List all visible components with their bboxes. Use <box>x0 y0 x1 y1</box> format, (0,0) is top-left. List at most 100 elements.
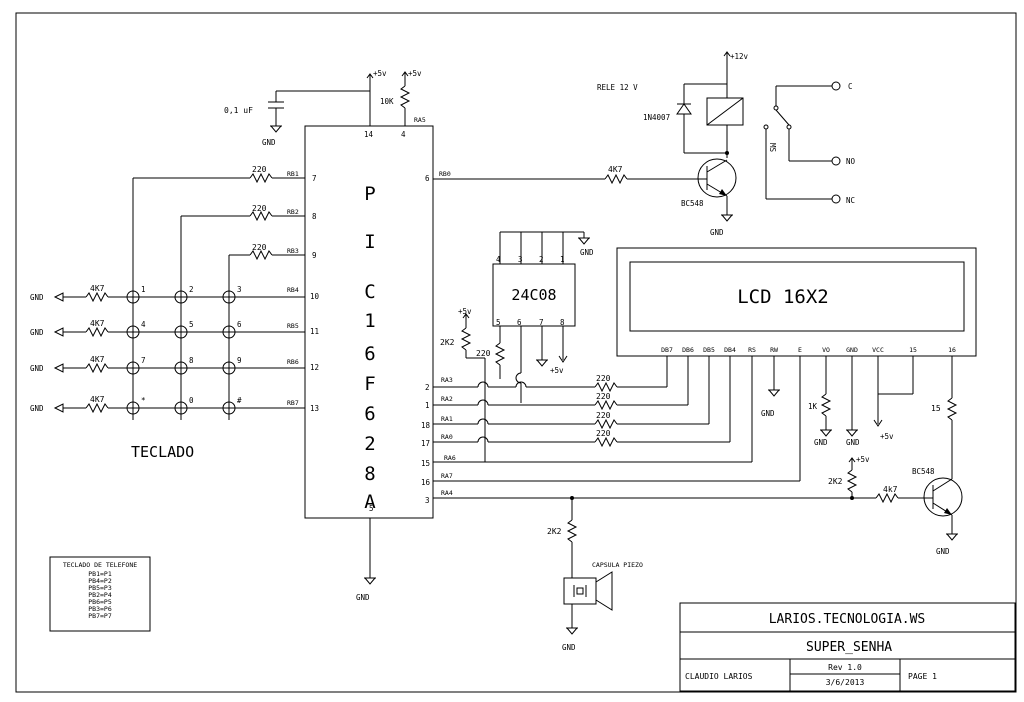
col-res-label: 220 <box>252 204 267 213</box>
row-resistor <box>85 326 109 338</box>
key-switch <box>126 361 140 375</box>
note-line: PB5=P3 <box>88 584 112 592</box>
key-switch <box>174 325 188 339</box>
lcd-pin-label: DB7 <box>661 346 673 354</box>
gnd-label: GND <box>30 293 44 302</box>
pin-rb0: RB0 <box>439 170 451 178</box>
contact-c: C <box>848 82 853 91</box>
gnd-arrow <box>53 327 64 337</box>
relay-label: RELE 12 V <box>597 83 638 92</box>
row-resistor <box>85 402 109 414</box>
key-switch <box>222 401 236 415</box>
key-label: # <box>237 396 242 405</box>
gnd-label: GND <box>814 438 828 447</box>
key-label: 5 <box>189 320 194 329</box>
pin-rb6: RB6 <box>287 358 299 366</box>
key-label: 4 <box>141 320 146 329</box>
eeprom-label: 24C08 <box>511 286 556 304</box>
date: 3/6/2013 <box>826 678 865 687</box>
row-res-label: 4K7 <box>90 395 105 404</box>
pic-char: F <box>364 373 375 395</box>
note-line: PB7=P7 <box>88 612 112 620</box>
bl-pull-label: 2K2 <box>828 477 843 486</box>
bl-res-label: 15 <box>931 404 941 413</box>
ee-pull-label: 2K2 <box>440 338 455 347</box>
note-title: TECLADO DE TELEFONE <box>63 561 137 569</box>
vcc-label: +5v <box>550 366 564 375</box>
base-res-label: 4K7 <box>608 165 623 174</box>
pic-char: 8 <box>364 463 375 485</box>
pin-4: 4 <box>401 130 406 139</box>
pin-8: 8 <box>312 212 317 221</box>
note-line: PB4=P2 <box>88 577 112 585</box>
gnd-label: GND <box>580 248 594 257</box>
lcd-pin-label: RW <box>770 346 778 354</box>
note-line: PB2=P4 <box>88 591 112 599</box>
pin-1: 1 <box>425 401 430 410</box>
key-label: 7 <box>141 356 146 365</box>
gnd-label: GND <box>936 547 950 556</box>
backlight-driver: GND BC548 4k7 +5v 2K2 <box>433 455 963 556</box>
lcd-pin-label: DB4 <box>724 346 736 354</box>
pin-ra1: RA1 <box>441 415 453 423</box>
contact-no: NO <box>846 157 856 166</box>
pin-12: 12 <box>310 363 319 372</box>
piezo-res-label: 2K2 <box>547 527 562 536</box>
pic-char: P <box>364 183 375 205</box>
keypad-note: TECLADO DE TELEFONE PB1=P1 PB4=P2 PB5=P3… <box>49 556 151 632</box>
key-switch <box>126 290 140 304</box>
gnd-label: GND <box>30 328 44 337</box>
pin-9: 9 <box>312 251 317 260</box>
note-line: PB3=P6 <box>88 605 112 613</box>
lcd-pin-label: GND <box>846 346 858 354</box>
piezo-label: CAPSULA PIEZO <box>592 561 643 569</box>
note-line: PB6=P5 <box>88 598 112 606</box>
lcd-pin-label: VCC <box>872 346 884 354</box>
pin-ra4: RA4 <box>441 489 453 497</box>
ra5-label: RA5 <box>414 116 426 124</box>
sheet-border <box>15 12 1017 693</box>
project-name: SUPER_SENHA <box>806 640 892 655</box>
pin-label: 6 <box>517 318 522 327</box>
pin-7: 7 <box>312 174 317 183</box>
keypad-title: TECLADO <box>131 443 194 461</box>
transistor-label: BC548 <box>681 199 704 208</box>
lcd-pin-label: RS <box>748 346 756 354</box>
key-switch <box>174 290 188 304</box>
lcd-pin-label: VO <box>822 346 830 354</box>
pin-15: 15 <box>421 459 430 468</box>
row-resistor <box>85 291 109 303</box>
pullup-label: 10K <box>380 97 394 106</box>
pin-14: 14 <box>364 130 374 139</box>
note-line: PB1=P1 <box>88 570 112 578</box>
gnd-label: GND <box>30 364 44 373</box>
vcc-label: +5v <box>408 69 422 78</box>
lcd-pin-label: DB6 <box>682 346 694 354</box>
pin-ra0: RA0 <box>441 433 453 441</box>
key-switch <box>222 325 236 339</box>
pin-label: 2 <box>539 255 544 264</box>
relay-contacts: C NO NC MS <box>763 81 856 205</box>
gnd-label: GND <box>356 593 370 602</box>
lcd-pin-label: DB5 <box>703 346 715 354</box>
lcd-pin-label: 15 <box>909 346 917 354</box>
contact-nc: NC <box>846 196 855 205</box>
pic-char: 1 <box>364 310 375 332</box>
vcc-label: +5v <box>373 69 387 78</box>
gnd-label: GND <box>761 409 775 418</box>
lcd-pin-label: 16 <box>948 346 956 354</box>
pic-char: I <box>364 231 375 253</box>
pin-6: 6 <box>425 174 430 183</box>
data-res-label: 220 <box>596 374 611 383</box>
pic-char: 6 <box>364 343 375 365</box>
pin-5: 5 <box>369 504 374 513</box>
gnd-arrow <box>53 292 64 302</box>
diode-label: 1N4007 <box>643 113 670 122</box>
row-res-label: 4K7 <box>90 355 105 364</box>
pin-label: 7 <box>539 318 544 327</box>
gnd-label: GND <box>846 438 860 447</box>
ms-label: MS <box>768 143 777 153</box>
pin-17: 17 <box>421 439 430 448</box>
